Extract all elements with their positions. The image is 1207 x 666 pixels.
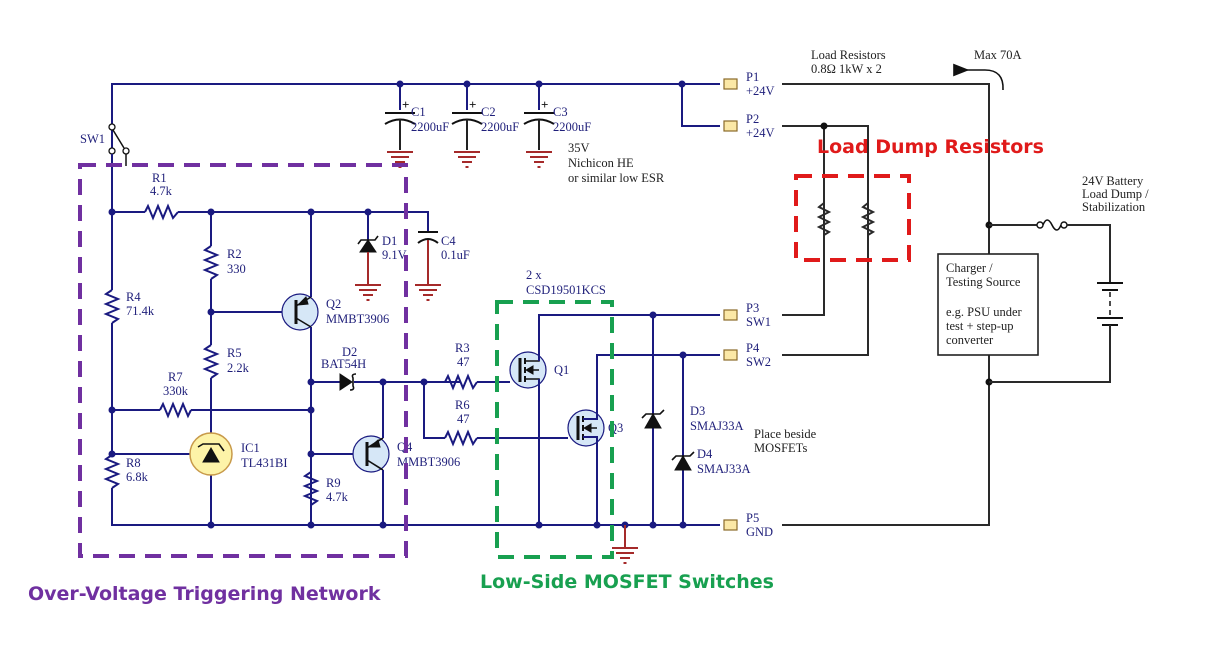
fuse-icon	[1042, 219, 1062, 231]
r4-ref: R4	[126, 290, 141, 304]
d1-value: 9.1V	[382, 248, 407, 262]
tvs-note-line2: MOSFETs	[754, 441, 807, 455]
svg-text:P4: P4	[746, 341, 760, 355]
d2-ref: D2	[342, 345, 357, 359]
svg-text:+24V: +24V	[746, 84, 775, 98]
capacitor-c2: + C2 2200uF	[451, 84, 519, 168]
c2-ref: C2	[481, 105, 496, 119]
charger-label-line1: Charger /	[946, 261, 993, 275]
battery-icon	[1097, 282, 1123, 326]
r2-value: 330	[227, 262, 246, 276]
load-dump-group-title: Load Dump Resistors	[817, 136, 1044, 158]
charger-label-line2: Testing Source	[946, 275, 1021, 289]
svg-text:P3: P3	[746, 301, 759, 315]
port-p5[interactable]: P5 GND	[723, 511, 773, 539]
battery-note-line2: Load Dump /	[1082, 187, 1149, 201]
q2-value: MMBT3906	[326, 312, 389, 326]
svg-text:P2: P2	[746, 112, 759, 126]
capacitor-c3: + C3 2200uF	[523, 84, 591, 168]
svg-text:P5: P5	[746, 511, 759, 525]
battery-note-line3: Stabilization	[1082, 200, 1146, 214]
r4-value: 71.4k	[126, 304, 155, 318]
charger-label-line4: test + step-up	[946, 319, 1013, 333]
battery-note-line1: 24V Battery	[1082, 174, 1144, 188]
switch-sw1: SW1	[80, 123, 130, 212]
r5-ref: R5	[227, 346, 242, 360]
load-resistors-spec: 0.8Ω 1kW x 2	[811, 62, 882, 76]
c2-value: 2200uF	[481, 120, 519, 134]
mosfet-group-title: Low-Side MOSFET Switches	[480, 571, 774, 593]
r1-value: 4.7k	[150, 184, 173, 198]
cap-note-esr: or similar low ESR	[568, 171, 665, 185]
svg-text:P1: P1	[746, 70, 759, 84]
d4-ref: D4	[697, 447, 713, 461]
polarity-plus-icon: +	[469, 97, 476, 112]
polarity-plus-icon: +	[402, 97, 409, 112]
c3-value: 2200uF	[553, 120, 591, 134]
r5-value: 2.2k	[227, 361, 250, 375]
svg-text:GND: GND	[746, 525, 773, 539]
mosfet-group-box	[495, 300, 614, 559]
r6-value: 47	[457, 412, 470, 426]
port-p4[interactable]: P4 SW2	[723, 341, 771, 369]
sw1-ref: SW1	[80, 132, 105, 146]
r8-ref: R8	[126, 456, 141, 470]
d2-value: BAT54H	[321, 357, 366, 371]
r7-value: 330k	[163, 384, 189, 398]
overvoltage-group-box	[78, 163, 408, 558]
r3-ref: R3	[455, 341, 470, 355]
mosfet-part-note: CSD19501KCS	[526, 283, 606, 297]
tvs-diodes: D3 SMAJ33A D4 SMAJ33A Place beside MOSFE…	[641, 311, 817, 529]
c1-value: 2200uF	[411, 120, 449, 134]
ic1-ref: IC1	[241, 441, 260, 455]
r7-ref: R7	[168, 370, 183, 384]
c3-ref: C3	[553, 105, 568, 119]
tvs-note-line1: Place beside	[754, 427, 817, 441]
ic1-value: TL431BI	[241, 456, 288, 470]
d3-value: SMAJ33A	[690, 419, 744, 433]
charger-block	[937, 253, 1039, 356]
cap-note-voltage: 35V	[568, 141, 590, 155]
max-current-label: Max 70A	[974, 48, 1022, 62]
load-dump-group-box	[794, 174, 911, 262]
d3-ref: D3	[690, 404, 705, 418]
r9-value: 4.7k	[326, 490, 349, 504]
d4-value: SMAJ33A	[697, 462, 751, 476]
c1-ref: C1	[411, 105, 426, 119]
svg-text:SW2: SW2	[746, 355, 771, 369]
port-p2[interactable]: P2 +24V	[723, 112, 775, 140]
d1-ref: D1	[382, 234, 397, 248]
external-wiring: Load Resistors 0.8Ω 1kW x 2 Max 70A 24V …	[782, 48, 1149, 526]
mosfet-section: R3 47 R6 47 Q1 Q3 2 x CSD1950	[423, 268, 720, 564]
port-p3[interactable]: P3 SW1	[723, 301, 771, 329]
r1-ref: R1	[152, 171, 167, 185]
c4-value: 0.1uF	[441, 248, 470, 262]
svg-text:SW1: SW1	[746, 315, 771, 329]
r9-ref: R9	[326, 476, 341, 490]
q4-value: MMBT3906	[397, 455, 460, 469]
r8-value: 6.8k	[126, 470, 149, 484]
port-p1[interactable]: P1 +24V	[723, 70, 775, 98]
mosfet-count-note: 2 x	[526, 268, 542, 282]
load-resistors-note: Load Resistors	[811, 48, 886, 62]
q1-ref: Q1	[554, 363, 569, 377]
ports: P1 +24V P2 +24V P3 SW1 P4 SW2 P5 GND	[723, 70, 775, 539]
capacitor-note: 35V Nichicon HE or similar low ESR	[568, 141, 665, 185]
charger-label-line3: e.g. PSU under	[946, 305, 1023, 319]
polarity-plus-icon: +	[541, 97, 548, 112]
q2-ref: Q2	[326, 297, 341, 311]
overvoltage-network: R1 4.7k R4 71.4k R8 6.8k R2 330 R5 2.2k …	[103, 171, 720, 529]
r2-ref: R2	[227, 247, 242, 261]
svg-text:+24V: +24V	[746, 126, 775, 140]
r6-ref: R6	[455, 398, 470, 412]
current-arrow-icon	[953, 63, 1004, 91]
r3-value: 47	[457, 355, 470, 369]
overvoltage-group-title: Over-Voltage Triggering Network	[28, 583, 381, 605]
capacitor-c1: + C1 2200uF	[384, 84, 449, 168]
charger-label-line5: converter	[946, 333, 994, 347]
c4-ref: C4	[441, 234, 456, 248]
cap-note-brand: Nichicon HE	[568, 156, 634, 170]
